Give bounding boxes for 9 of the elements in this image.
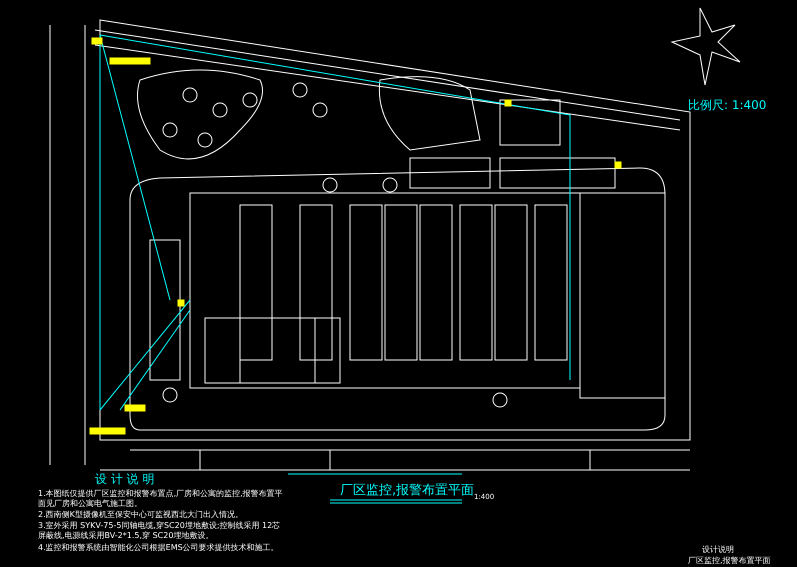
title-block-text: 设计说明 [702,544,734,556]
note-text: 2.西南侧K型摄像机至保安中心可监视西北大门出入情况。 [38,510,244,520]
note-text: 3.室外采用 SYKV-75-5同轴电缆,穿SC20埋地敷设;控制线采用 12芯屏蔽线,电源线采用BV-2*1.5,穿 SC20埋地敷设。 [38,521,282,541]
scale-note: 比例尺: 1:400 [688,98,766,112]
title-block-text: 厂区监控,报警布置平面 [688,555,771,567]
notes-heading: 设 计 说 明 [95,472,154,486]
note-text: 4.监控和报警系统由智能化公司根据EMS公司要求提供技术和施工。 [38,543,280,553]
drawing-title: 厂区监控,报警布置平面 [340,484,474,498]
note-text: 1.本图纸仅提供厂区监控和报警布置点,厂房和公寓的监控,报警布置平面见厂房和公寓电气施工图。 [38,489,284,509]
